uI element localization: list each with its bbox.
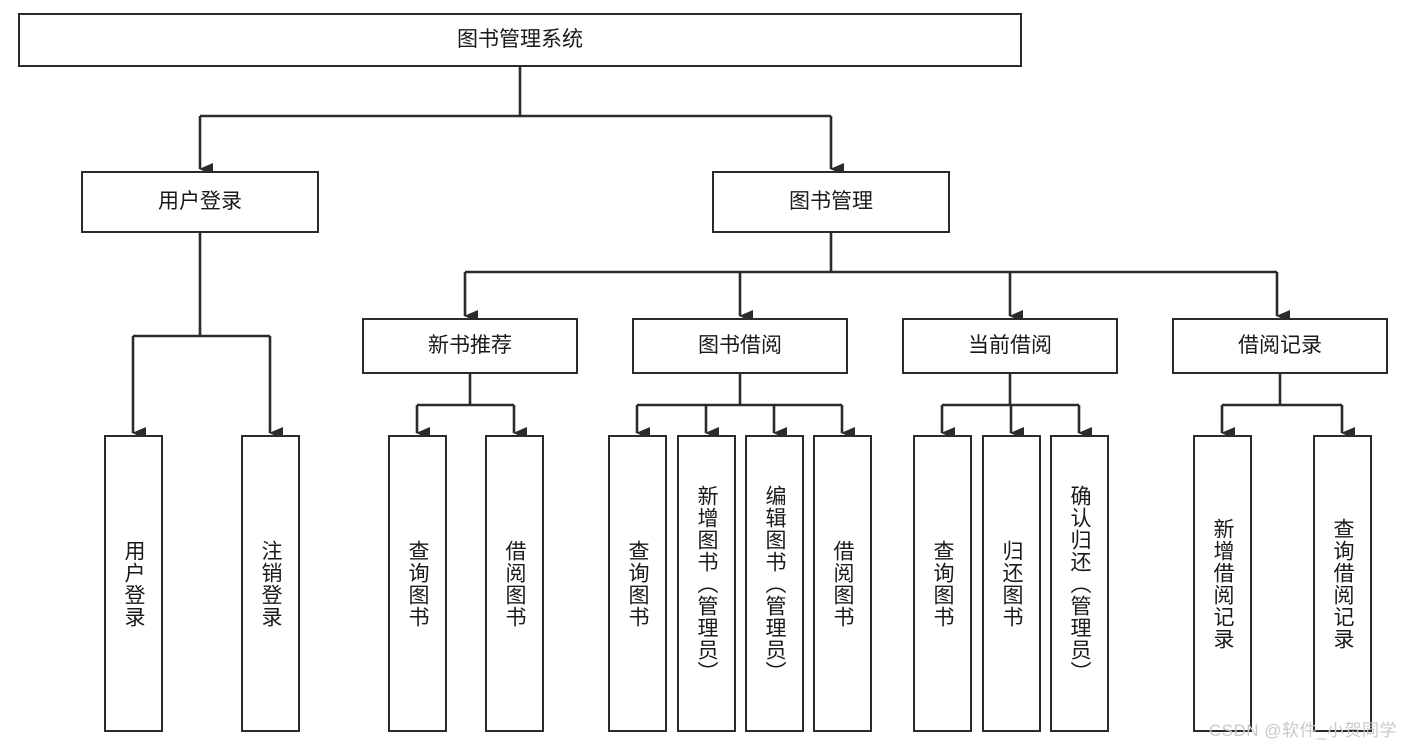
leaf-add-book[interactable]: 新增图书（管理员）: [677, 435, 736, 732]
leaf-edit-book[interactable]: 编辑图书（管理员）: [745, 435, 804, 732]
leaf-add-book-label: 新增图书（管理员）: [695, 484, 718, 683]
leaf-user-login[interactable]: 用户登录: [104, 435, 163, 732]
node-book-borrow[interactable]: 图书借阅: [632, 318, 848, 374]
leaf-user-login-label: 用户登录: [122, 539, 145, 628]
node-user-login-label: 用户登录: [158, 189, 242, 213]
leaf-query-book-borrow[interactable]: 查询图书: [608, 435, 667, 732]
leaf-confirm-return[interactable]: 确认归还（管理员）: [1050, 435, 1109, 732]
leaf-confirm-return-label: 确认归还（管理员）: [1068, 484, 1091, 683]
leaf-return-book-label: 归还图书: [1000, 539, 1023, 628]
leaf-query-book-current[interactable]: 查询图书: [913, 435, 972, 732]
node-book-management-label: 图书管理: [789, 189, 873, 213]
leaf-return-book[interactable]: 归还图书: [982, 435, 1041, 732]
node-book-management[interactable]: 图书管理: [712, 171, 950, 233]
leaf-add-borrow-record-label: 新增借阅记录: [1211, 517, 1234, 650]
node-root-label: 图书管理系统: [457, 27, 583, 51]
node-current-borrow-label: 当前借阅: [968, 333, 1052, 357]
node-borrow-record[interactable]: 借阅记录: [1172, 318, 1388, 374]
leaf-borrow-book-recommend-label: 借阅图书: [503, 539, 526, 628]
leaf-query-book-recommend[interactable]: 查询图书: [388, 435, 447, 732]
node-borrow-record-label: 借阅记录: [1238, 333, 1322, 357]
node-book-borrow-label: 图书借阅: [698, 333, 782, 357]
node-root[interactable]: 图书管理系统: [18, 13, 1022, 67]
leaf-edit-book-label: 编辑图书（管理员）: [763, 484, 786, 683]
node-new-book-recommend[interactable]: 新书推荐: [362, 318, 578, 374]
leaf-query-borrow-record[interactable]: 查询借阅记录: [1313, 435, 1372, 732]
leaf-borrow-book-recommend[interactable]: 借阅图书: [485, 435, 544, 732]
csdn-watermark: CSDN @软件_小贺同学: [1208, 721, 1397, 740]
leaf-logout[interactable]: 注销登录: [241, 435, 300, 732]
node-user-login[interactable]: 用户登录: [81, 171, 319, 233]
leaf-borrow-book-label: 借阅图书: [831, 539, 854, 628]
leaf-query-book-borrow-label: 查询图书: [626, 539, 649, 628]
leaf-query-book-current-label: 查询图书: [931, 539, 954, 628]
node-current-borrow[interactable]: 当前借阅: [902, 318, 1118, 374]
leaf-borrow-book[interactable]: 借阅图书: [813, 435, 872, 732]
leaf-query-book-recommend-label: 查询图书: [406, 539, 429, 628]
leaf-add-borrow-record[interactable]: 新增借阅记录: [1193, 435, 1252, 732]
leaf-logout-label: 注销登录: [259, 539, 282, 628]
leaf-query-borrow-record-label: 查询借阅记录: [1331, 517, 1354, 650]
node-new-book-recommend-label: 新书推荐: [428, 333, 512, 357]
